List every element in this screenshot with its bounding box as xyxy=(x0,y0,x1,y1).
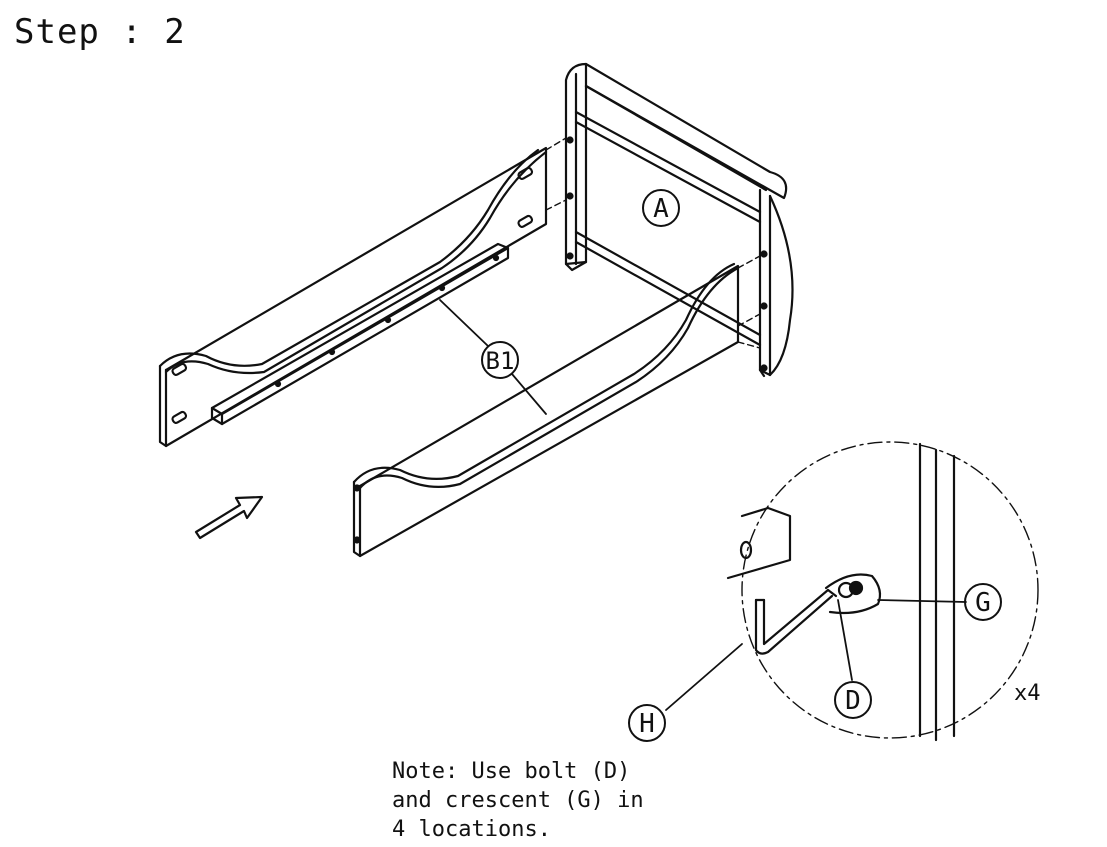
leader-d xyxy=(837,599,853,681)
note-line-3: 4 locations. xyxy=(392,817,551,842)
side-panel-b1 xyxy=(352,255,761,558)
svg-text:A: A xyxy=(653,194,669,224)
callout-b1: B1 xyxy=(481,341,519,379)
quantity-label: x4 xyxy=(1014,681,1041,706)
note-line-1: Note: Use bolt (D) xyxy=(392,759,631,784)
leader-b1-bottom xyxy=(511,373,547,415)
direction-arrow-icon xyxy=(194,495,264,540)
headboard-a xyxy=(564,62,794,378)
assembly-note: Note: Use bolt (D) and crescent (G) in 4… xyxy=(392,757,644,844)
step-title: Step : 2 xyxy=(14,12,186,52)
leader-b1-top xyxy=(439,299,489,347)
note-line-2: and crescent (G) in xyxy=(392,788,644,813)
side-panel-back xyxy=(158,137,567,448)
detail-view xyxy=(726,441,1039,742)
svg-text:G: G xyxy=(975,588,991,618)
leader-g xyxy=(877,599,967,603)
callout-h: H xyxy=(628,704,666,742)
svg-text:D: D xyxy=(845,686,861,716)
svg-text:H: H xyxy=(639,709,655,739)
callout-g: G xyxy=(964,583,1002,621)
callout-a: A xyxy=(642,189,680,227)
callout-d: D xyxy=(834,681,872,719)
slat-rail xyxy=(210,242,510,426)
svg-text:B1: B1 xyxy=(486,347,515,375)
leader-h xyxy=(665,643,743,711)
